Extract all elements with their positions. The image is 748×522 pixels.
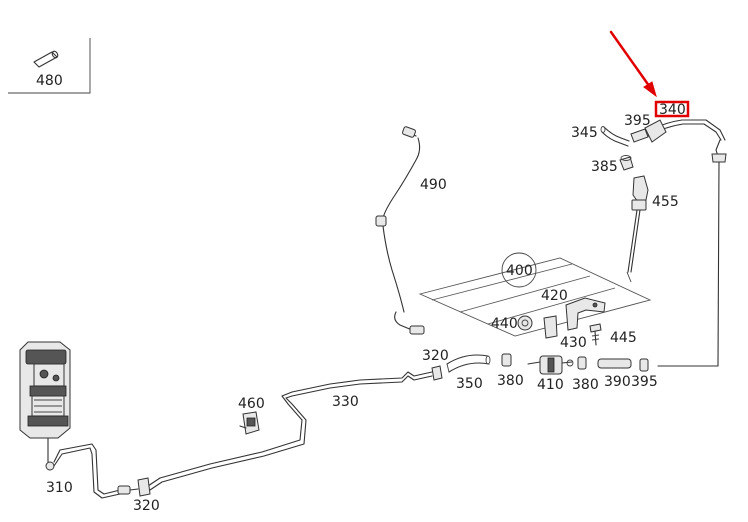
label-490: 490 [420,177,447,193]
label-380-left: 380 [497,373,524,389]
label-345: 345 [571,125,598,141]
part-330-pipe: 330 [147,371,433,491]
part-380-sleeve-left: 380 [497,353,524,389]
label-440: 440 [491,316,518,332]
label-320-top: 320 [422,348,449,364]
part-420-bracket: 420 [541,288,606,331]
part-310-actuator: 310 [19,341,131,499]
label-395-top: 395 [624,113,651,129]
part-395-sleeve-top: 395 [624,113,651,143]
label-310: 310 [46,480,73,496]
inset-480: 480 [8,38,91,94]
highlight-box-340 [654,100,690,118]
highlight-arrow [609,30,657,98]
label-445: 445 [610,330,637,346]
label-350: 350 [456,376,483,392]
label-455: 455 [652,194,679,210]
part-445-screw: 445 [589,323,637,346]
part-455-probe: 455 [626,175,679,283]
label-385: 385 [591,159,618,175]
label-400: 400 [506,263,533,279]
part-490-sensor-cable: 490 [375,126,447,335]
part-320-connector-top: 320 [422,348,449,381]
label-460: 460 [238,396,265,412]
part-390-tube: 390 [597,358,632,390]
part-340-pipe: 340 [644,100,727,367]
part-350-hose: 350 [446,354,491,392]
part-320-connector-bottom: 320 [129,477,160,514]
label-430: 430 [560,335,587,351]
label-420: 420 [541,288,568,304]
mounting-plate-400: 400 [418,252,652,337]
part-380-sleeve-right: 380 [572,356,599,393]
part-480-pin [33,50,59,68]
part-460-clip: 460 [238,396,265,435]
label-340: 340 [659,102,686,118]
part-440-nut: 440 [491,315,533,332]
label-480: 480 [36,73,63,89]
label-330: 330 [332,394,359,410]
part-410-valve: 410 [527,355,574,393]
label-410: 410 [537,377,564,393]
label-380-right: 380 [572,377,599,393]
label-390: 390 [604,374,631,390]
label-395-bottom: 395 [631,374,658,390]
part-345-hose: 345 [571,125,630,147]
part-385-fitting: 385 [591,155,634,175]
label-320-bottom: 320 [133,498,160,514]
part-430-clip: 430 [543,315,587,351]
part-395-sleeve-bottom: 395 [631,358,658,390]
